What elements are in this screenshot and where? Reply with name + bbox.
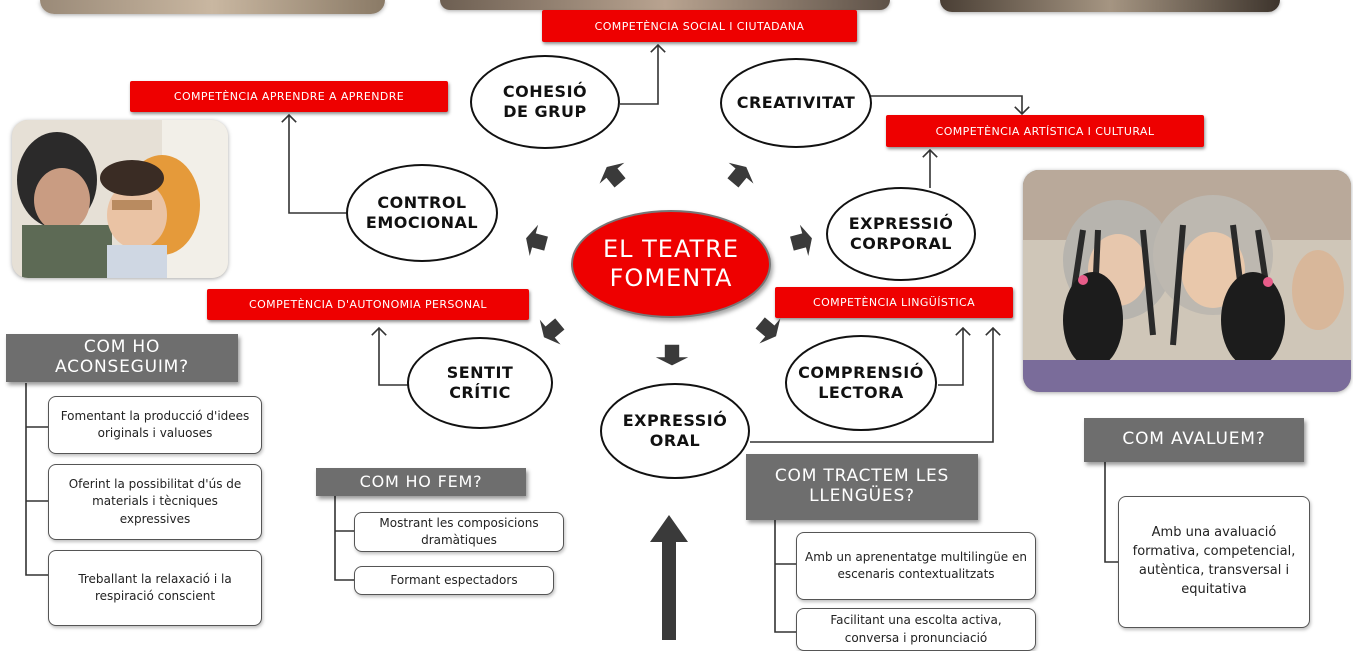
- face-painting-illustration: [12, 120, 228, 278]
- oval-sentit-critic: SENTIT CRÍTIC: [407, 337, 553, 429]
- photo-top-center: [440, 0, 890, 10]
- competencia-aprendre: COMPETÈNCIA APRENDRE A APRENDRE: [130, 81, 448, 112]
- header-com-avaluem: COM AVALUEM?: [1084, 418, 1304, 462]
- photo-masks: [1023, 170, 1351, 392]
- avaluem-item-1: Amb una avaluació formativa, competencia…: [1118, 496, 1310, 628]
- block-arrow-downright-icon: [755, 317, 781, 344]
- tree-aconseguim: [25, 383, 48, 576]
- oval-comprensio-lectora: COMPRENSIÓ LECTORA: [785, 335, 937, 431]
- aconseguim-item-3: Treballant la relaxació i la respiració …: [48, 550, 262, 626]
- masks-illustration: [1023, 170, 1351, 392]
- block-arrow-downleft-icon: [539, 318, 565, 345]
- oval-cohesio-de-grup: COHESIÓ DE GRUP: [470, 55, 620, 149]
- header-com-ho-aconseguim: COM HO ACONSEGUIM?: [6, 334, 238, 382]
- center-el-teatre-fomenta: EL TEATRE FOMENTA: [571, 210, 771, 318]
- header-com-ho-fem: COM HO FEM?: [316, 468, 526, 496]
- large-up-arrow-icon: [650, 515, 688, 640]
- oval-creativitat: CREATIVITAT: [720, 58, 872, 148]
- connector-creativitat-artistica: [870, 95, 1030, 116]
- aconseguim-item-1: Fomentant la producció d'idees originals…: [48, 396, 262, 454]
- photo-top-right: [940, 0, 1280, 12]
- oval-expressio-oral: EXPRESSIÓ ORAL: [600, 383, 750, 479]
- block-arrow-right-icon: [790, 224, 812, 257]
- competencia-social: COMPETÈNCIA SOCIAL I CIUTADANA: [542, 10, 857, 42]
- competencia-autonomia: COMPETÈNCIA D'AUTONOMIA PERSONAL: [207, 289, 529, 320]
- fem-item-2: Formant espectadors: [354, 566, 554, 595]
- connector-cohesio-social: [620, 43, 666, 105]
- tree-tractem: [774, 520, 796, 633]
- fem-item-1: Mostrant les composicions dramàtiques: [354, 512, 564, 552]
- tractem-item-2: Facilitant una escolta activa, conversa …: [796, 608, 1036, 651]
- block-arrow-upright-icon: [727, 162, 754, 188]
- connector-sentit-autonomia: [371, 326, 408, 386]
- connector-lectora-linguistica: [938, 326, 971, 386]
- tree-avaluem: [1104, 462, 1118, 563]
- aconseguim-item-2: Oferint la possibilitat d'ús de material…: [48, 464, 262, 540]
- header-com-tractem-llengues: COM TRACTEM LES LLENGÜES?: [746, 454, 978, 520]
- connector-control-aprendre: [281, 113, 346, 214]
- competencia-artistica: COMPETÈNCIA ARTÍSTICA I CULTURAL: [886, 115, 1204, 147]
- oval-control-emocional: CONTROL EMOCIONAL: [346, 164, 498, 262]
- competencia-linguistica: COMPETÈNCIA LINGÜÍSTICA: [775, 287, 1013, 318]
- block-arrow-left-icon: [526, 224, 548, 257]
- tree-fem: [334, 496, 354, 581]
- photo-face-painting: [12, 120, 228, 278]
- oval-expressio-corporal: EXPRESSIÓ CORPORAL: [826, 187, 976, 281]
- tractem-item-1: Amb un aprenentatge multilingüe en escen…: [796, 532, 1036, 600]
- connector-oral-linguistica: [750, 326, 1001, 443]
- block-arrow-down-icon: [655, 344, 689, 366]
- photo-top-left: [40, 0, 385, 14]
- block-arrow-upleft-icon: [599, 162, 626, 188]
